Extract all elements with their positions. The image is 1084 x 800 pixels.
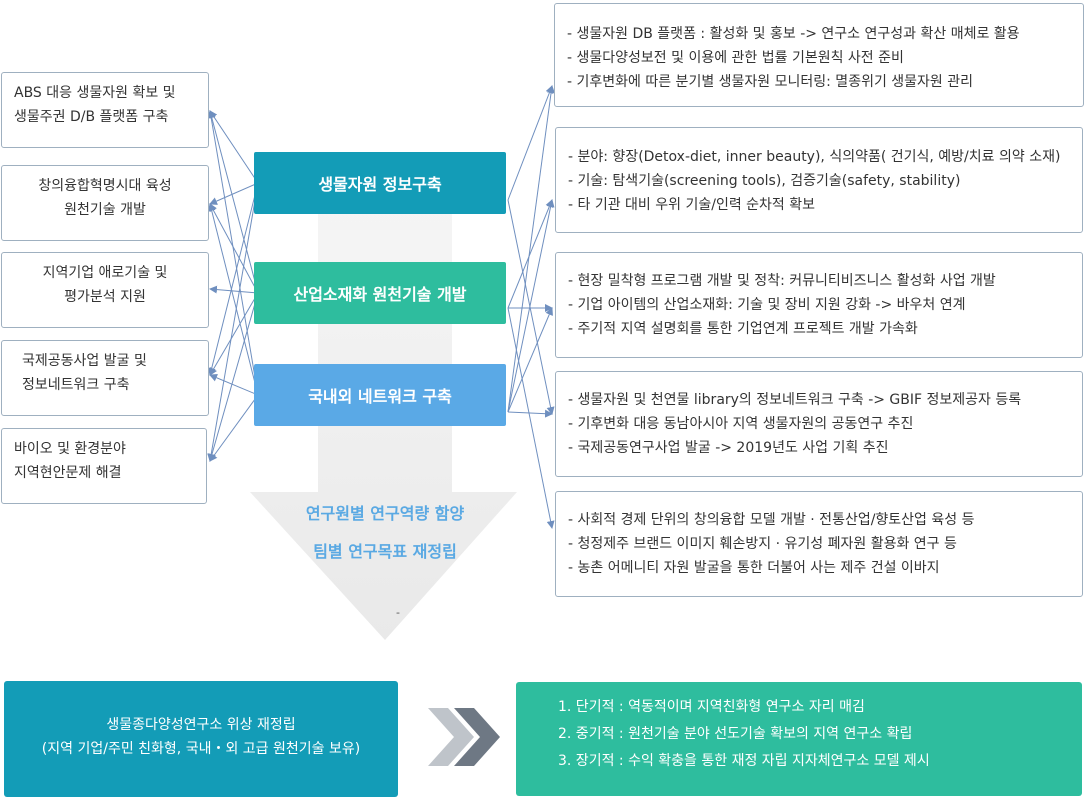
center-box-industrial: 산업소재화 원천기술 개발 <box>254 262 506 324</box>
goal-mid-term: 2. 중기적 : 원천기술 분야 선도기술 확보의 지역 연구소 확립 <box>558 726 913 742</box>
right-box-1-line-1: - 생물자원 DB 플랫폼 : 활성화 및 홍보 -> 연구소 연구성과 확산 … <box>567 26 1020 42</box>
bottom-box-goals: 1. 단기적 : 역동적이며 지역친화형 연구소 자리 매김 2. 중기적 : … <box>516 682 1082 796</box>
right-box-3: - 현장 밀착형 프로그램 개발 및 정착: 커뮤니티비즈니스 활성화 사업 개… <box>555 252 1083 358</box>
goal-short-term: 1. 단기적 : 역동적이며 지역친화형 연구소 자리 매김 <box>558 699 865 715</box>
center-box-bio-info: 생물자원 정보구축 <box>254 152 506 214</box>
left-box-abs: ABS 대응 생물자원 확보 및 생물주권 D/B 플랫폼 구축 <box>1 72 209 148</box>
left-box-creative: 창의융합혁명시대 육성 원천기술 개발 <box>1 165 209 241</box>
right-box-2-line-2: - 기술: 탐색기술(screening tools), 검증기술(safety… <box>568 173 961 189</box>
arrow-text-line1: 연구원별 연구역량 함양 <box>305 504 465 523</box>
bottom-vision-title: 생물종다양성연구소 위상 재정립 <box>106 717 296 733</box>
arrow-text-line2: 팀별 연구목표 재정립 <box>313 542 457 561</box>
right-box-4-line-2: - 기후변화 대응 동남아시아 지역 생물자원의 공동연구 추진 <box>568 416 914 432</box>
right-box-3-line-1: - 현장 밀착형 프로그램 개발 및 정착: 커뮤니티비즈니스 활성화 사업 개… <box>568 273 996 289</box>
right-box-1-line-3: - 기후변화에 따른 분기별 생물자원 모니터링: 멸종위기 생물자원 관리 <box>567 74 974 90</box>
right-box-5: - 사회적 경제 단위의 창의융합 모델 개발 · 전통산업/향토산업 육성 등… <box>555 491 1083 597</box>
left-box-intl: 국제공동사업 발굴 및 정보네트워크 구축 <box>1 340 209 416</box>
right-box-1-line-2: - 생물다양성보전 및 이용에 관한 법률 기본원칙 사전 준비 <box>567 50 904 66</box>
right-box-1: - 생물자원 DB 플랫폼 : 활성화 및 홍보 -> 연구소 연구성과 확산 … <box>554 3 1084 107</box>
double-chevron-icon <box>428 708 500 766</box>
right-box-2-line-1: - 분야: 향장(Detox-diet, inner beauty), 식의약품… <box>568 149 1061 165</box>
right-box-4: - 생물자원 및 천연물 library의 정보네트워크 구축 -> GBIF … <box>555 371 1083 477</box>
arrow-dash-mark: - <box>396 606 400 619</box>
bottom-box-vision: 생물종다양성연구소 위상 재정립 (지역 기업/주민 친화형, 국내・외 고급 … <box>4 681 398 797</box>
right-box-5-line-2: - 청정제주 브랜드 이미지 훼손방지 · 유기성 폐자원 활용화 연구 등 <box>568 536 957 552</box>
left-box-bio-env: 바이오 및 환경분야 지역현안문제 해결 <box>1 428 207 504</box>
right-box-2-line-3: - 타 기관 대비 우위 기술/인력 순차적 확보 <box>568 197 815 213</box>
right-box-5-line-3: - 농촌 어메니티 자원 발굴을 통한 더불어 사는 제주 건설 이바지 <box>568 560 940 576</box>
right-box-2: - 분야: 향장(Detox-diet, inner beauty), 식의약품… <box>555 127 1083 233</box>
right-box-3-line-2: - 기업 아이템의 산업소재화: 기술 및 장비 지원 강화 -> 바우처 연계 <box>568 297 966 313</box>
goal-long-term: 3. 장기적 : 수익 확충을 통한 재정 자립 지자체연구소 모델 제시 <box>558 753 930 769</box>
right-box-4-line-3: - 국제공동연구사업 발굴 -> 2019년도 사업 기획 추진 <box>568 440 889 456</box>
bottom-vision-subtitle: (지역 기업/주민 친화형, 국내・외 고급 원천기술 보유) <box>41 741 361 757</box>
right-box-3-line-3: - 주기적 지역 설명회를 통한 기업연계 프로젝트 개발 가속화 <box>568 321 918 337</box>
right-box-5-line-1: - 사회적 경제 단위의 창의융합 모델 개발 · 전통산업/향토산업 육성 등 <box>568 512 975 528</box>
center-box-network: 국내외 네트워크 구축 <box>254 364 506 426</box>
left-box-local-tech: 지역기업 애로기술 및 평가분석 지원 <box>1 252 209 328</box>
right-box-4-line-1: - 생물자원 및 천연물 library의 정보네트워크 구축 -> GBIF … <box>568 392 1022 408</box>
